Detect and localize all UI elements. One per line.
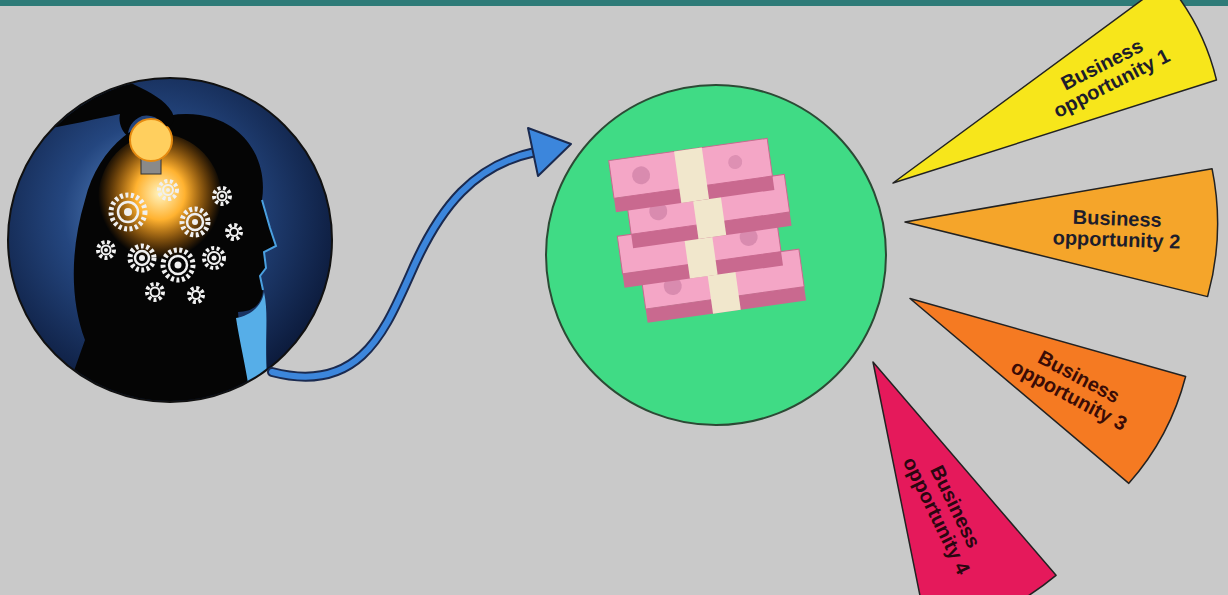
money-circle bbox=[546, 85, 886, 425]
wedge-label: Business opportunity 2 bbox=[1046, 206, 1187, 253]
banknote-stack bbox=[607, 136, 806, 325]
wedge-outline bbox=[809, 331, 1060, 595]
top-bar bbox=[0, 0, 1228, 6]
wedge-outline bbox=[903, 158, 1220, 297]
thinking-head bbox=[8, 78, 332, 410]
flow-arrow bbox=[272, 128, 571, 377]
opportunity-wedge: Business opportunity 2 bbox=[903, 158, 1212, 297]
